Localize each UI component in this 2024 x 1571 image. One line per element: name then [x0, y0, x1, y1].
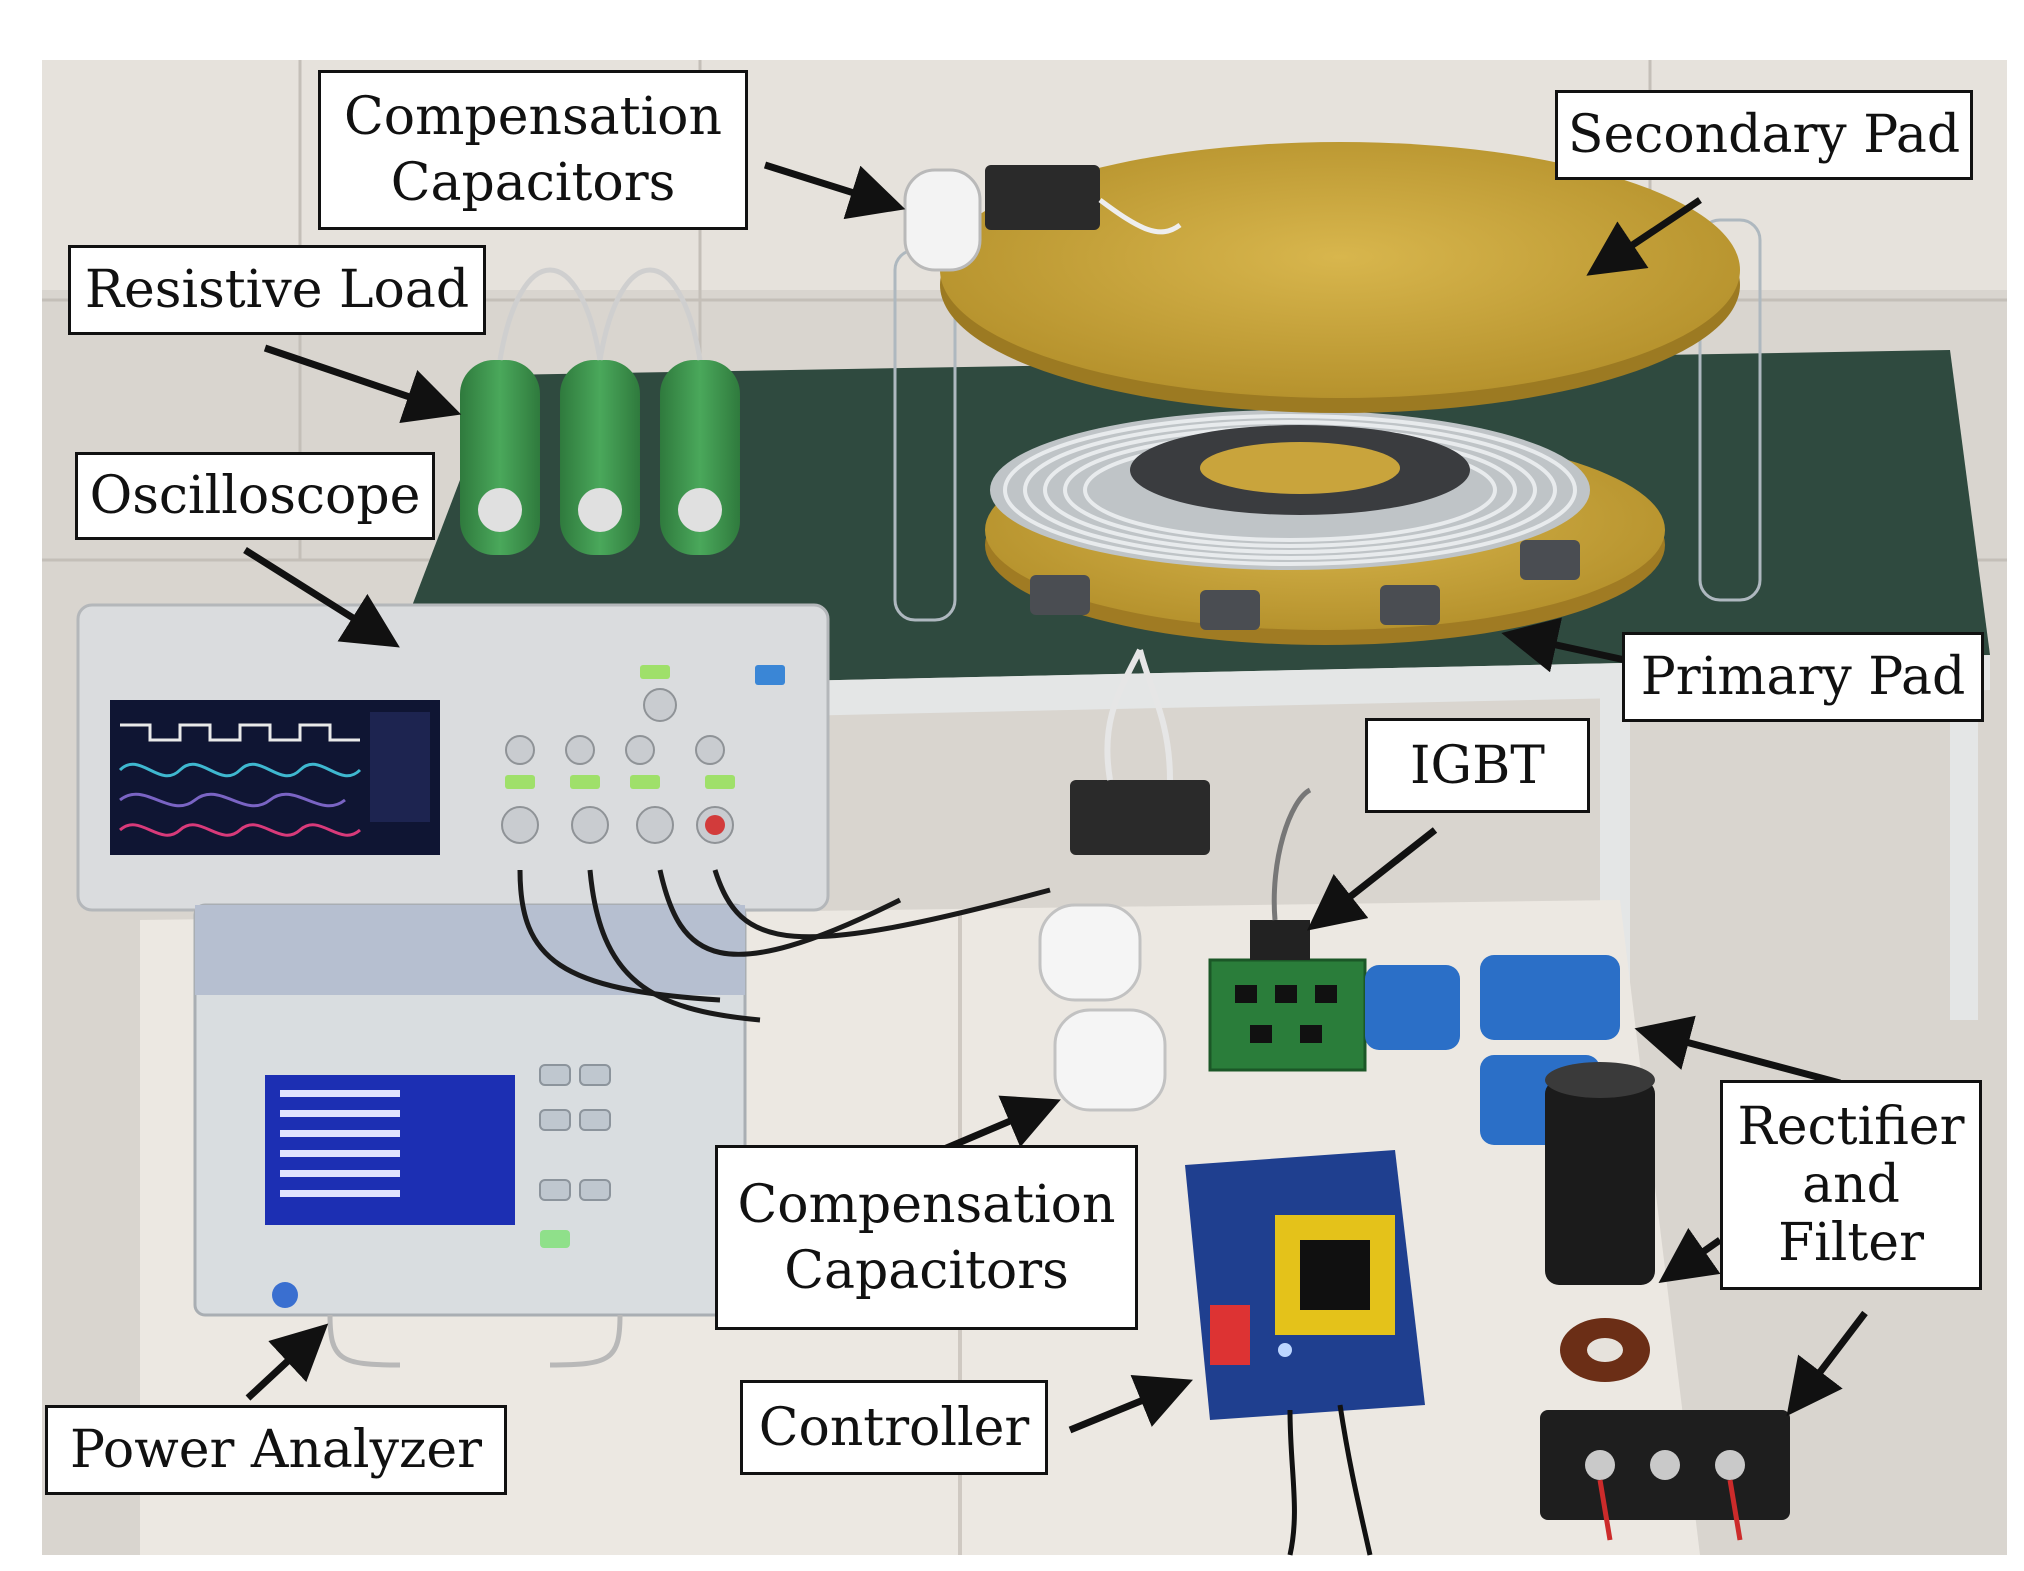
- label-primary-pad: Primary Pad: [1622, 632, 1984, 722]
- arrow-rectifier-lower: [1786, 1310, 1868, 1417]
- arrow-oscilloscope: [243, 547, 400, 648]
- label-compensation-capacitors-top: Compensation Capacitors: [318, 70, 748, 230]
- label-line: Rectifier: [1737, 1097, 1965, 1157]
- label-text: Oscilloscope: [89, 466, 421, 526]
- probe-cables: [517, 869, 1051, 1023]
- arrow-secondary-pad: [1586, 197, 1702, 276]
- arrow-rectifier-upper: [1634, 1015, 1841, 1087]
- primary-pad: [985, 410, 1665, 645]
- label-resistive-load: Resistive Load: [68, 245, 486, 335]
- label-line: Capacitors: [390, 153, 676, 213]
- label-igbt: IGBT: [1365, 718, 1590, 813]
- label-line: and: [1802, 1155, 1900, 1215]
- label-power-analyzer: Power Analyzer: [45, 1405, 507, 1495]
- power-analyzer: [193, 903, 747, 1368]
- label-line: Compensation: [344, 87, 722, 147]
- label-line: Filter: [1778, 1213, 1924, 1273]
- controller-board: [1185, 1150, 1425, 1556]
- arrow-rectifier-middle: [1658, 1227, 1723, 1284]
- igbt-board: [1208, 787, 1460, 1072]
- label-text: Secondary Pad: [1567, 105, 1961, 165]
- label-line: Capacitors: [784, 1240, 1069, 1301]
- resistive-load: [460, 267, 740, 555]
- label-controller: Controller: [740, 1380, 1048, 1475]
- label-secondary-pad: Secondary Pad: [1555, 90, 1973, 180]
- arrow-resistive-load: [263, 344, 462, 424]
- arrow-power-analyzer: [245, 1323, 329, 1401]
- label-text: Primary Pad: [1640, 647, 1966, 707]
- arrow-igbt: [1306, 827, 1438, 931]
- top-compensation-capacitors: [903, 165, 1182, 272]
- arrow-primary-pad: [1501, 617, 1626, 673]
- terminal-block: [1070, 648, 1210, 855]
- label-text: IGBT: [1410, 735, 1545, 796]
- label-compensation-capacitors-bottom: Compensation Capacitors: [715, 1145, 1138, 1330]
- arrow-controller: [1068, 1374, 1193, 1434]
- oscilloscope: [76, 603, 830, 912]
- label-oscilloscope: Oscilloscope: [75, 452, 435, 540]
- rectifier-and-filter: [1480, 955, 1790, 1541]
- bottom-compensation-capacitors: [1038, 903, 1167, 1112]
- label-text: Power Analyzer: [70, 1420, 482, 1480]
- label-line: Compensation: [737, 1174, 1116, 1235]
- label-text: Controller: [758, 1397, 1030, 1458]
- label-rectifier-and-filter: Rectifier and Filter: [1720, 1080, 1982, 1290]
- label-text: Resistive Load: [84, 260, 470, 320]
- arrow-comp-caps-top: [763, 161, 906, 220]
- secondary-pad: [940, 142, 1740, 413]
